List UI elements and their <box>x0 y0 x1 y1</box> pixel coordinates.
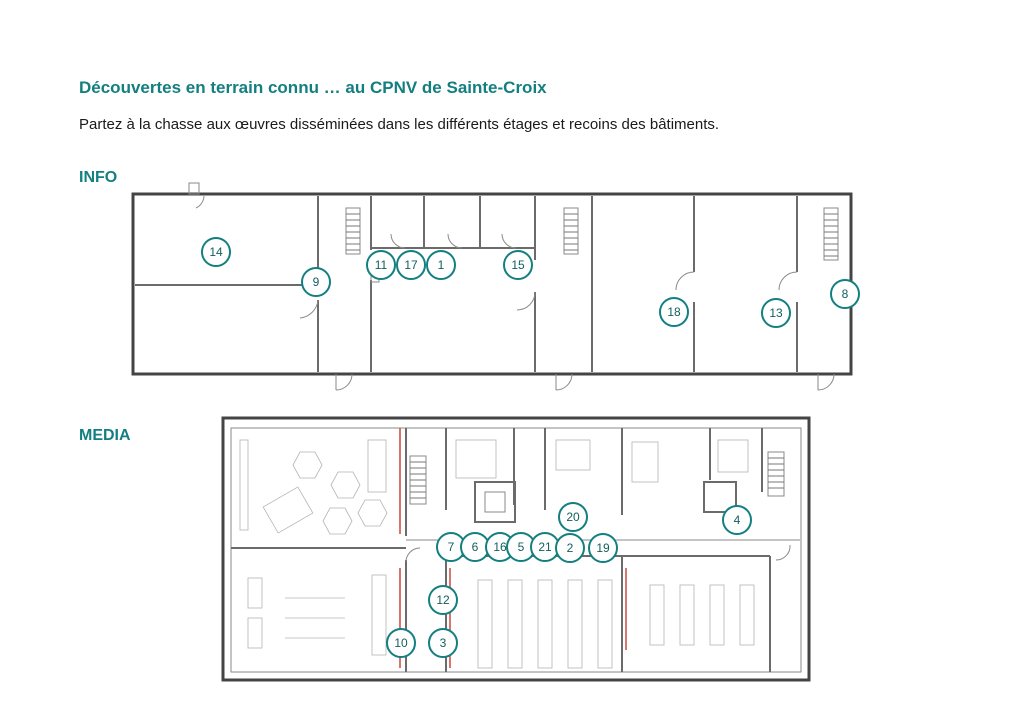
svg-text:7: 7 <box>448 540 455 554</box>
svg-text:19: 19 <box>596 541 610 555</box>
marker-2[interactable]: 2 <box>555 533 585 563</box>
media-markers: 20 4 7 6 16 5 21 2 19 12 10 3 <box>386 502 752 658</box>
marker-14[interactable]: 14 <box>201 237 231 267</box>
marker-8[interactable]: 8 <box>830 279 860 309</box>
marker-6[interactable]: 6 <box>460 532 490 562</box>
marker-12[interactable]: 12 <box>428 585 458 615</box>
page-title: Découvertes en terrain connu … au CPNV d… <box>79 78 547 97</box>
info-markers: 14 9 11 17 1 15 18 13 8 <box>201 237 860 328</box>
page-subtitle: Partez à la chasse aux œuvres disséminée… <box>79 116 720 133</box>
marker-1[interactable]: 1 <box>426 250 456 280</box>
svg-text:21: 21 <box>538 540 552 554</box>
svg-text:13: 13 <box>769 306 783 320</box>
marker-13[interactable]: 13 <box>761 298 791 328</box>
svg-text:12: 12 <box>436 593 450 607</box>
svg-text:8: 8 <box>842 287 849 301</box>
marker-19[interactable]: 19 <box>588 533 618 563</box>
info-floor-plan <box>131 182 853 391</box>
marker-10[interactable]: 10 <box>386 628 416 658</box>
svg-text:9: 9 <box>313 275 320 289</box>
marker-5[interactable]: 5 <box>506 532 536 562</box>
marker-11[interactable]: 11 <box>366 250 396 280</box>
section-label-info: INFO <box>79 169 118 186</box>
marker-21[interactable]: 21 <box>530 532 560 562</box>
marker-9[interactable]: 9 <box>301 267 331 297</box>
marker-4[interactable]: 4 <box>722 505 752 535</box>
marker-16[interactable]: 16 <box>485 532 515 562</box>
svg-text:5: 5 <box>518 540 525 554</box>
svg-text:18: 18 <box>667 305 681 319</box>
svg-text:16: 16 <box>493 540 507 554</box>
svg-text:20: 20 <box>566 510 580 524</box>
svg-text:14: 14 <box>209 245 223 259</box>
svg-text:3: 3 <box>440 636 447 650</box>
marker-17[interactable]: 17 <box>396 250 426 280</box>
marker-3[interactable]: 3 <box>428 628 458 658</box>
svg-text:17: 17 <box>404 258 418 272</box>
svg-text:1: 1 <box>438 258 445 272</box>
marker-20[interactable]: 20 <box>558 502 588 532</box>
svg-text:2: 2 <box>567 541 574 555</box>
svg-text:6: 6 <box>472 540 479 554</box>
marker-15[interactable]: 15 <box>503 250 533 280</box>
svg-text:15: 15 <box>511 258 525 272</box>
svg-text:10: 10 <box>394 636 408 650</box>
svg-text:11: 11 <box>375 258 388 272</box>
marker-18[interactable]: 18 <box>659 297 689 327</box>
svg-text:4: 4 <box>734 513 741 527</box>
media-floor-plan <box>221 416 811 682</box>
section-label-media: MEDIA <box>79 427 131 444</box>
